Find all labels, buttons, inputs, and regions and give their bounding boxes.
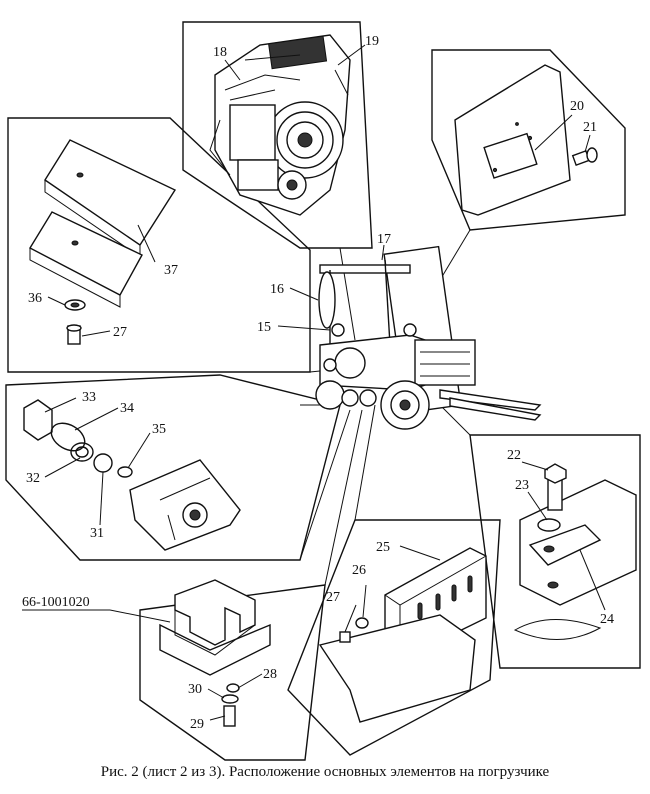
leader-lines [22,44,606,721]
label-29: 29 [190,717,204,732]
engine-assembly-drawing [209,34,351,216]
label-36: 36 [28,291,42,306]
rubber-pads-drawing [29,139,177,345]
label-23: 23 [515,478,529,493]
label-30: 30 [188,682,202,697]
label-19: 19 [365,34,379,49]
label-27-pads: 27 [113,325,127,340]
label-26: 26 [352,563,366,578]
panel-pads-outline [7,117,311,373]
label-18: 18 [213,45,227,60]
label-28: 28 [263,667,277,682]
label-32: 32 [26,471,40,486]
label-15: 15 [257,320,271,335]
label-21: 21 [583,120,597,135]
panel-mount-outline [139,584,326,761]
label-16: 16 [270,282,284,297]
panel-bracket-outline [469,434,641,669]
part-number-label: 66-1001020 [22,595,90,610]
label-27-cover: 27 [326,590,340,605]
label-37: 37 [164,263,178,278]
figure-caption: Рис. 2 (лист 2 из 3). Расположение основ… [100,764,550,780]
cap-assembly-drawing [23,399,241,551]
label-35: 35 [152,422,166,437]
battery-cover-drawing [318,547,487,723]
label-17: 17 [377,232,391,247]
forklift-drawing [315,245,542,430]
bracket-drawing [513,463,637,640]
label-33: 33 [82,390,96,405]
label-31: 31 [90,526,104,541]
label-20: 20 [570,99,584,114]
label-22: 22 [507,448,521,463]
panel-cover-outline [287,519,501,756]
label-34: 34 [120,401,134,416]
mount-block-drawing [159,579,271,727]
nameplate-drawing [454,64,598,216]
panel-plate-outline [431,49,626,231]
label-25: 25 [376,540,390,555]
panel-engine-outline [182,21,373,249]
label-24: 24 [600,612,614,627]
